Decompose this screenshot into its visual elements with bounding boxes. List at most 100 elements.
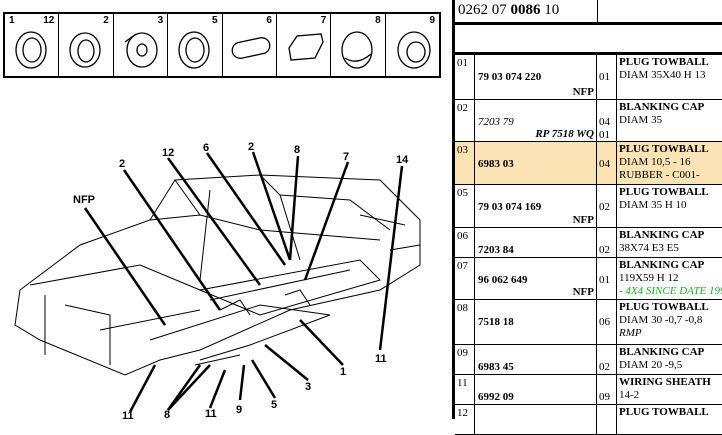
callout-7: 7 (343, 151, 349, 163)
quantity: 04 (599, 116, 610, 128)
quantity: 02 (599, 201, 610, 213)
part-number: 8 (375, 15, 381, 26)
replacement-ref: RP 7518 WQ (535, 128, 594, 140)
nfp-note: NFP (572, 214, 594, 226)
callout-1: 1 (340, 366, 346, 378)
ref-cell (475, 405, 597, 434)
qty-cell: 04 (597, 142, 617, 184)
part-number: 3 (157, 15, 164, 26)
part-thumbnail-3: 3 (114, 14, 169, 76)
qty-cell: 02 (597, 345, 617, 374)
part-thumbnail-7: 7 (277, 14, 332, 76)
quantity: 04 (599, 158, 610, 170)
part-title: BLANKING CAP (619, 229, 705, 241)
quantity-secondary: 01 (599, 129, 610, 141)
part-description: DIAM 20 -9,5 (619, 359, 683, 371)
qty-cell: 06 (597, 300, 617, 344)
qty-cell: 01 (597, 258, 617, 299)
part-thumbnail-6: 6 (223, 14, 277, 76)
part-title: PLUG TOWBALL (619, 143, 709, 155)
part-ref: 79 03 074 220 (478, 71, 542, 83)
row-index: 12 (455, 405, 475, 434)
callout-11c: 11 (122, 410, 134, 419)
qty-cell: 02 (597, 228, 617, 257)
qty-cell: 01 (597, 55, 617, 99)
part-icon (396, 31, 431, 69)
part-number: 7 (320, 15, 327, 26)
ref-cell: 7203 84 (475, 228, 597, 257)
row-index: 03 (455, 142, 475, 184)
part-ref: 96 062 649 (478, 274, 528, 286)
part-title: BLANKING CAP (619, 101, 705, 113)
callout-2: 2 (119, 158, 125, 170)
part-title: BLANKING CAP (619, 346, 705, 358)
callout-8: 8 (294, 144, 300, 156)
callout-11: 11 (375, 353, 387, 365)
part-title: PLUG TOWBALL (619, 56, 709, 68)
part-title: PLUG TOWBALL (619, 406, 709, 418)
qty-cell: 02 (597, 185, 617, 227)
nfp-note: NFP (572, 286, 594, 298)
row-index: 06 (455, 228, 475, 257)
part-icon (124, 32, 158, 68)
callout-8b: 8 (164, 409, 170, 419)
quantity: 02 (599, 244, 610, 256)
part-thumbnail-9: 9 (386, 14, 439, 76)
callout-12: 12 (162, 147, 174, 159)
row-index: 02 (455, 100, 475, 141)
callout-9: 9 (236, 404, 242, 416)
part-icon (15, 31, 47, 69)
callout-11b: 11 (205, 408, 217, 419)
applicability-note: - 4X4 SINCE DATE 1991 (619, 285, 722, 297)
car-body-diagram: NFP 2 12 6 2 8 7 14 11 1 3 5 9 11 8 11 (14, 141, 421, 419)
part-title: BLANKING CAP (619, 259, 705, 271)
row-index: 09 (455, 345, 475, 374)
table-row[interactable]: 12 PLUG TOWBALL (455, 405, 722, 435)
quantity: 09 (599, 391, 610, 403)
part-icon (231, 37, 270, 59)
table-header: 0262 07 0086 10 (455, 0, 722, 25)
part-number: 2 (103, 15, 109, 26)
part-description: RUBBER - C001- (619, 169, 700, 181)
part-icon (69, 32, 102, 68)
part-number: 6 (266, 15, 272, 26)
callout-14: 14 (396, 154, 409, 166)
part-title: WIRING SHEATH (619, 376, 711, 388)
row-index: 07 (455, 258, 475, 299)
part-icon (341, 31, 373, 69)
part-description: DIAM 30 -0,7 -0,8 (619, 314, 703, 326)
ref-cell: 6983 45 (475, 345, 597, 374)
row-index: 01 (455, 55, 475, 99)
part-number: 5 (211, 15, 218, 26)
callout-nfp: NFP (73, 194, 95, 206)
part-thumbnail-5: 5 (168, 14, 223, 76)
ref-cell: 7518 18 (475, 300, 597, 344)
reference-code: 0262 07 0086 10 (455, 0, 598, 22)
part-description: DIAM 10,5 - 16 (619, 156, 691, 168)
quantity: 01 (599, 274, 610, 286)
row-index: 05 (455, 185, 475, 227)
part-title: PLUG TOWBALL (619, 186, 709, 198)
part-number: 1 (9, 15, 15, 26)
